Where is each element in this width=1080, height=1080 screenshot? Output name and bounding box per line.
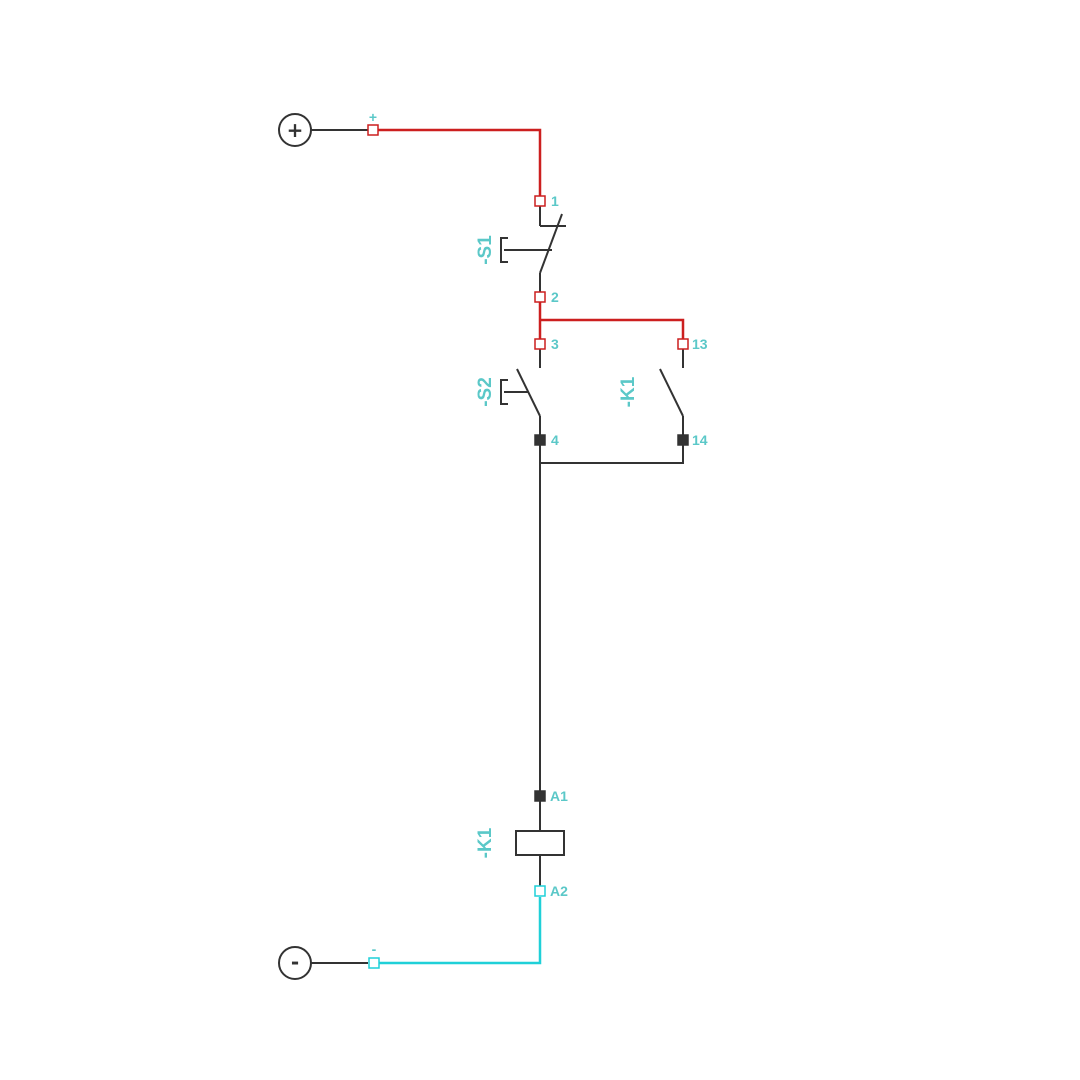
k1-aux-contact (659, 349, 684, 435)
label-minus: - (372, 941, 377, 957)
label-k1-13: 13 (692, 336, 708, 352)
label-s1-1: 1 (551, 193, 559, 209)
negative-source-circle (278, 946, 312, 980)
positive-source: + (278, 113, 312, 147)
label-k1-a2: A2 (550, 883, 568, 899)
s2-pushbutton (500, 349, 541, 435)
s2-blade (516, 368, 541, 417)
component-designations: -S1 -S2 -K1 -K1 (475, 235, 639, 859)
label-k1-14: 14 (692, 432, 708, 448)
label-s1-2: 2 (551, 289, 559, 305)
terminal-k1-13 (677, 338, 689, 350)
negative-source: - (278, 946, 312, 980)
negative-source-symbol: - (291, 950, 299, 974)
k1-coil (515, 801, 565, 886)
designation-k1-coil: -K1 (475, 827, 496, 858)
wire-branch-to-k1-contact (540, 318, 685, 339)
designation-s2: -S2 (475, 377, 496, 407)
terminal-s2-4 (534, 434, 546, 446)
terminal-plus (367, 124, 379, 136)
negative-wire (379, 897, 542, 965)
neutral-wiring (311, 129, 684, 964)
designation-s1: -S1 (475, 235, 496, 265)
positive-source-circle (278, 113, 312, 147)
positive-wire (378, 128, 685, 339)
label-s2-3: 3 (551, 336, 559, 352)
label-k1-a1: A1 (550, 788, 568, 804)
designation-k1-contact: -K1 (618, 376, 639, 407)
label-plus: + (369, 109, 377, 125)
terminal-minus (368, 957, 380, 969)
terminal-labels: + - 1 2 3 4 13 14 A1 A2 (369, 109, 708, 957)
k1-contact-blade (659, 368, 684, 417)
terminal-s1-2 (534, 291, 546, 303)
s1-pushbutton (500, 206, 566, 292)
terminal-s2-3 (534, 338, 546, 350)
label-s2-4: 4 (551, 432, 559, 448)
wire-k1-contact-return (540, 445, 684, 464)
terminals (367, 124, 689, 969)
s1-blade (539, 213, 563, 274)
s1-actuator-head (500, 237, 508, 263)
terminal-k1-14 (677, 434, 689, 446)
positive-source-symbol: + (287, 118, 304, 142)
wire-plus-to-s1 (378, 128, 542, 196)
k1-coil-body (515, 830, 565, 856)
terminal-s1-1 (534, 195, 546, 207)
terminal-k1-a1 (534, 790, 546, 802)
s2-actuator-head (500, 379, 508, 405)
wire-coil-to-minus (379, 897, 542, 965)
terminal-k1-a2 (534, 885, 546, 897)
